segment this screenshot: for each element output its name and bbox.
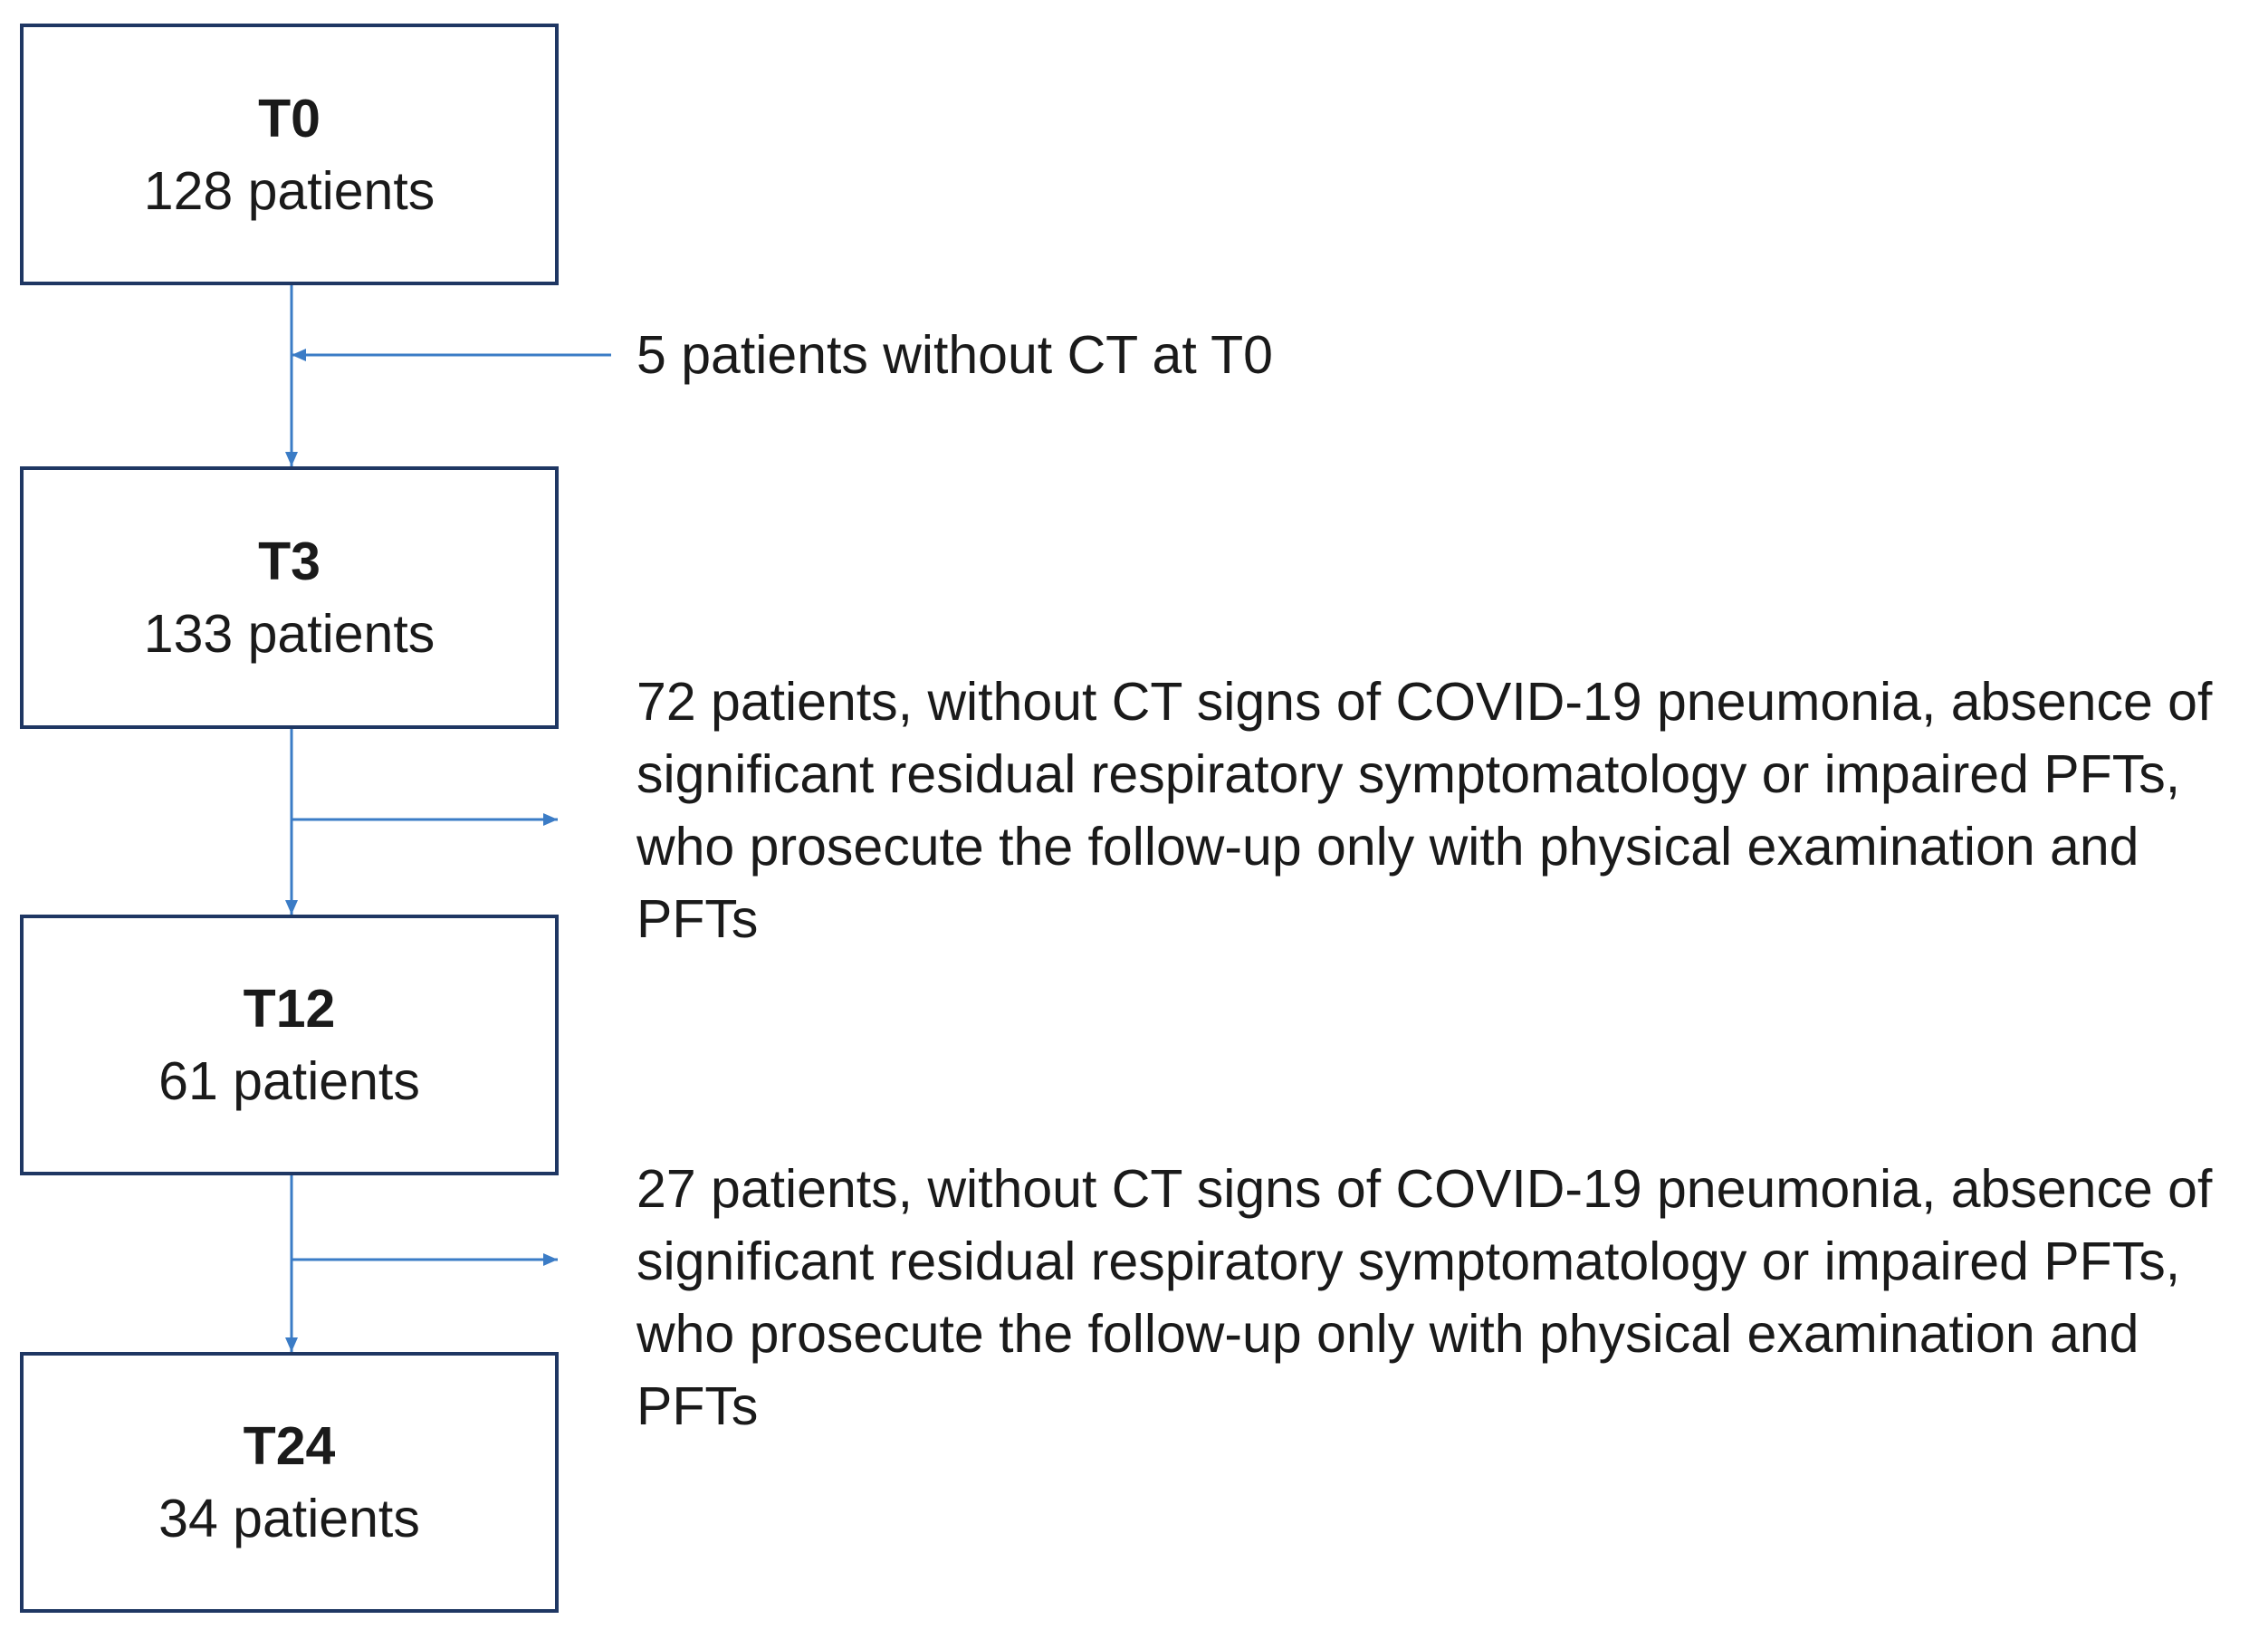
note-line: significant residual respiratory symptom… bbox=[636, 744, 2181, 804]
note-line: who prosecute the follow-up only with ph… bbox=[636, 817, 2139, 877]
box-patient-count: 133 patients bbox=[143, 604, 435, 664]
flow-box-t24: T24 34 patients bbox=[20, 1352, 559, 1613]
flow-box-t12: T12 61 patients bbox=[20, 915, 559, 1175]
box-patient-count: 61 patients bbox=[158, 1051, 420, 1111]
note-line: significant residual respiratory symptom… bbox=[636, 1232, 2181, 1291]
box-title: T0 bbox=[258, 88, 321, 149]
note-line: PFTs bbox=[636, 1376, 759, 1436]
box-title: T24 bbox=[243, 1416, 336, 1476]
flow-box-t3: T3 133 patients bbox=[20, 466, 559, 729]
box-title: T3 bbox=[258, 532, 321, 591]
box-title: T12 bbox=[243, 979, 336, 1039]
note-line: 27 patients, without CT signs of COVID-1… bbox=[636, 1159, 2213, 1219]
note-line: 5 patients without CT at T0 bbox=[636, 325, 1273, 385]
exclusion-note-t12: 27 patients, without CT signs of COVID-1… bbox=[636, 1153, 2212, 1443]
box-patient-count: 128 patients bbox=[143, 160, 435, 221]
note-line: PFTs bbox=[636, 889, 759, 949]
note-line: 72 patients, without CT signs of COVID-1… bbox=[636, 672, 2213, 732]
flow-box-t0: T0 128 patients bbox=[20, 24, 559, 285]
inflow-note: 5 patients without CT at T0 bbox=[636, 319, 1273, 391]
exclusion-note-t3: 72 patients, without CT signs of COVID-1… bbox=[636, 666, 2212, 955]
box-patient-count: 34 patients bbox=[158, 1489, 420, 1548]
note-line: who prosecute the follow-up only with ph… bbox=[636, 1304, 2139, 1364]
